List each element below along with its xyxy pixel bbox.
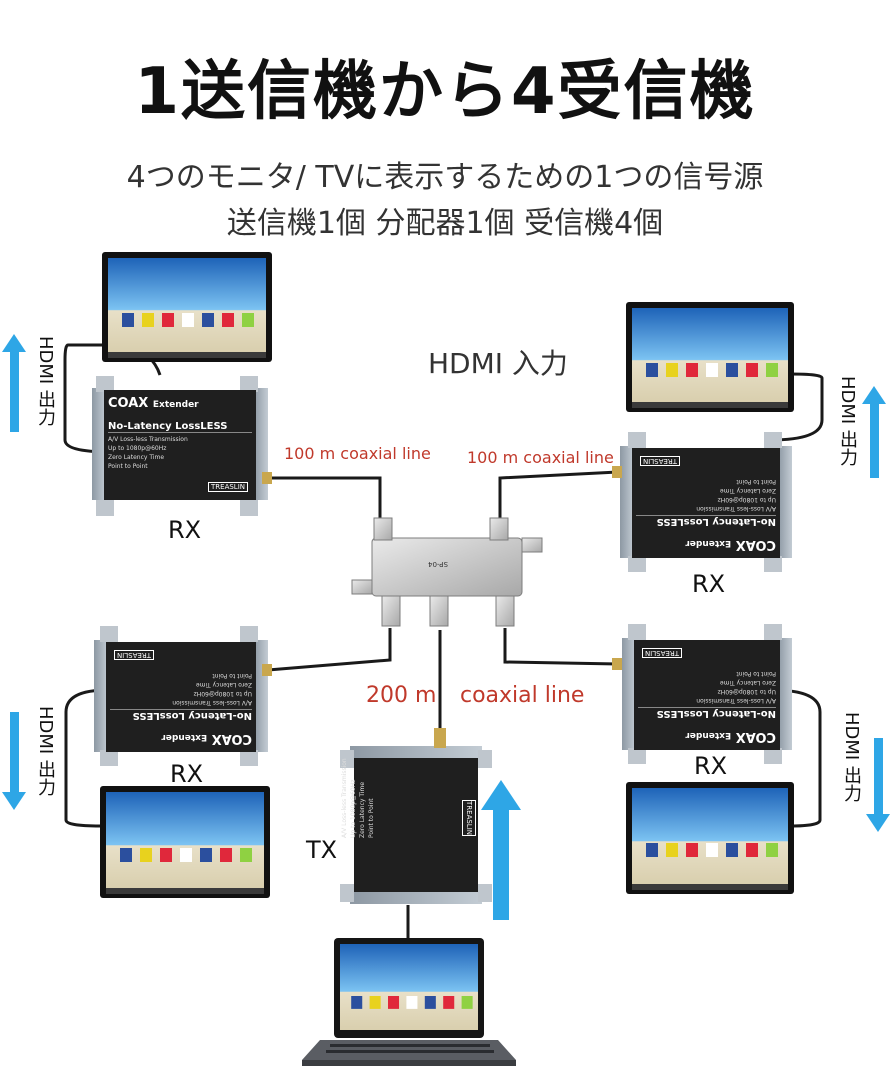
rx-label-top-left: RX — [168, 516, 202, 544]
page-title: 1送信機から4受信機 — [134, 55, 756, 129]
splitter: SP-04 — [351, 517, 543, 627]
device-headline: No-Latency LossLESS — [636, 515, 776, 527]
arrow-up-icon — [862, 386, 886, 478]
monitor-bottom-left — [100, 786, 270, 898]
tx-label: TX — [306, 836, 338, 864]
rx-face-top-right: COAX Extender No-Latency LossLESS A/V Lo… — [636, 452, 776, 552]
brand-logo: COAX — [735, 537, 776, 552]
brand-suffix: Extender — [685, 730, 732, 740]
subtitle-line-1: 4つのモニタ/ TVに表示するための1つの信号源 — [126, 160, 764, 195]
feature-text: Zero Latency Time — [195, 681, 252, 688]
brand-logo: COAX — [735, 729, 776, 744]
rx-unit-top-left — [92, 376, 272, 516]
cable-splitter-rx-bottom-right — [503, 628, 619, 666]
feature-text: Up to 1080p@60Hz — [108, 445, 167, 452]
device-headline: No-Latency LossLESS — [110, 709, 252, 721]
subtitle-line-2: 送信機1個 分配器1個 受信機4個 — [226, 206, 664, 241]
feature-text: A/V Loss-less Transmission — [172, 699, 252, 706]
maker-label: TREASLIN — [642, 648, 682, 658]
feature-text: Zero Latency Time — [719, 679, 776, 686]
rx-label-bottom-right: RX — [694, 752, 728, 780]
hdmi-output-label-top-left: HDMI 出力 — [35, 336, 56, 426]
feature-text: Up to 1080p@60Hz — [193, 690, 252, 697]
monitor-top-right — [626, 302, 794, 412]
rx-unit-bottom-left — [94, 626, 272, 766]
feature-text: Zero Latency Time — [719, 487, 776, 494]
feature-text: Zero Latency Time — [108, 454, 165, 461]
feature-text: A/V Loss-less Transmission — [696, 697, 776, 704]
feature-text: Point to Point — [108, 463, 148, 470]
device-headline: No-Latency LossLESS — [108, 421, 252, 433]
rx-unit-bottom-right — [612, 624, 792, 764]
device-headline: No-Latency LossLESS — [327, 718, 338, 838]
rx-face-bottom-right: COAX Extender No-Latency LossLESS A/V Lo… — [638, 644, 776, 744]
cable-label-left-top: 100 m coaxial line — [284, 444, 431, 463]
cable-splitter-rx-bottom-left — [267, 628, 392, 672]
cable-splitter-rx-top-left — [268, 476, 382, 520]
feature-text: Up to 1080p@60Hz — [350, 779, 357, 838]
hdmi-output-label-top-right: HDMI 出力 — [837, 376, 858, 466]
rx-label-bottom-left: RX — [170, 760, 204, 788]
tx-unit — [340, 728, 492, 904]
feature-text: Point to Point — [212, 672, 252, 679]
brand-suffix: Extender — [152, 400, 199, 410]
hdmi-output-label-bottom-right: HDMI 出力 — [841, 712, 862, 802]
hdmi-output-label-bottom-left: HDMI 出力 — [35, 706, 56, 796]
hdmi-cable-rx-top-right — [769, 372, 824, 442]
laptop — [302, 938, 516, 1066]
arrow-down-icon — [2, 712, 26, 810]
cable-splitter-rx-top-right — [498, 470, 619, 520]
arrows — [2, 334, 890, 920]
brand-logo: COAX — [108, 396, 149, 411]
rx-unit-top-right — [612, 432, 792, 572]
feature-text: Up to 1080p@60Hz — [717, 496, 776, 503]
brand-suffix: Extender — [312, 747, 322, 794]
feature-text: A/V Loss-less Transmission — [696, 505, 776, 512]
monitor-bottom-right — [626, 782, 794, 894]
brand-suffix: Extender — [685, 538, 732, 548]
feature-text: A/V Loss-less Transmission — [341, 758, 348, 838]
arrow-up-icon — [2, 334, 26, 432]
cable-label-bottom-length: 200 m — [366, 683, 437, 708]
maker-label: TREASLIN — [640, 456, 680, 466]
brand-logo: COAX — [308, 797, 323, 838]
rx-face-bottom-left: COAX Extender No-Latency LossLESS A/V Lo… — [110, 646, 252, 746]
maker-label: TREASLIN — [114, 650, 154, 660]
feature-text: Point to Point — [368, 798, 375, 838]
monitor-top-left — [102, 252, 272, 362]
feature-text: Point to Point — [736, 478, 776, 485]
brand-suffix: Extender — [161, 732, 208, 742]
hdmi-cable-rx-bottom-left — [64, 688, 109, 828]
tx-face: COAX Extender No-Latency LossLESS A/V Lo… — [308, 719, 480, 880]
feature-text: Zero Latency Time — [359, 781, 366, 838]
hdmi-cable-rx-bottom-right — [771, 688, 822, 828]
brand-logo: COAX — [211, 731, 252, 746]
cable-label-right-top: 100 m coaxial line — [467, 448, 614, 467]
hdmi-input-label: HDMI 入力 — [428, 347, 568, 380]
maker-label: TREASLIN — [462, 800, 476, 836]
feature-text: Up to 1080p@60Hz — [717, 688, 776, 695]
arrow-up-icon — [481, 780, 521, 920]
splitter-model-label: SP-04 — [428, 560, 448, 568]
device-headline: No-Latency LossLESS — [638, 707, 776, 719]
rx-face-top-left: COAX Extender No-Latency LossLESS A/V Lo… — [108, 396, 252, 496]
cable-label-bottom-type: coaxial line — [460, 683, 585, 708]
arrow-down-icon — [866, 738, 890, 832]
rx-label-top-right: RX — [692, 570, 726, 598]
maker-label: TREASLIN — [208, 482, 248, 492]
feature-text: A/V Loss-less Transmission — [108, 436, 188, 443]
feature-text: Point to Point — [736, 670, 776, 677]
